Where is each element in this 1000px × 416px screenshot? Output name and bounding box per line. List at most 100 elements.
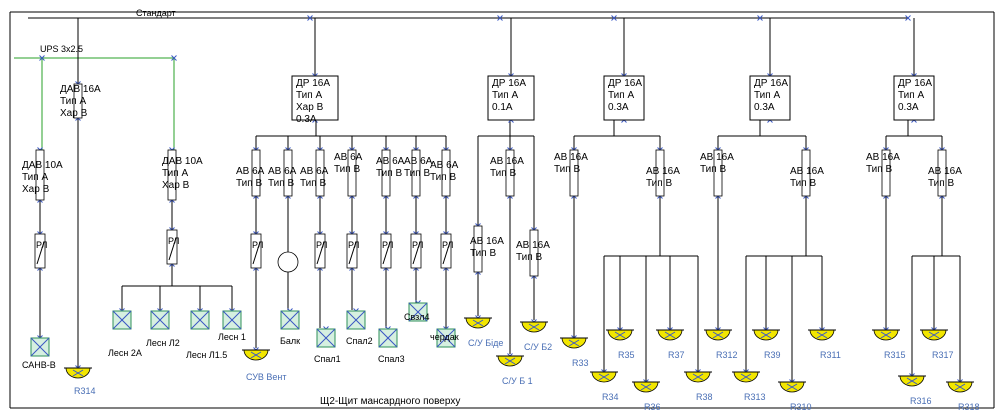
relay-label: РЛ xyxy=(382,240,393,250)
ref-label: R316 xyxy=(910,396,932,406)
connection-mark xyxy=(611,15,617,21)
left-breaker-symbol xyxy=(167,149,177,201)
breaker-text: Тип В xyxy=(928,178,954,189)
relay-symbol: РЛ xyxy=(440,233,453,269)
top-label: Стандарт xyxy=(136,8,176,18)
ref-label: R34 xyxy=(602,392,619,402)
relay-label: РЛ xyxy=(412,240,423,250)
left-breaker-text: ДАВ 16А xyxy=(60,84,101,95)
breaker-text: АВ 6А xyxy=(268,166,297,177)
relay-symbol: РЛ xyxy=(346,233,359,269)
breaker-text: Тип В xyxy=(790,178,816,189)
lamp-icon xyxy=(920,329,948,341)
breaker-symbol xyxy=(505,149,515,197)
breaker-text: АВ 6А xyxy=(376,156,405,167)
breaker-text: АВ 6А xyxy=(300,166,329,177)
breaker-symbol xyxy=(283,149,293,197)
left-breaker-text: Хар В xyxy=(60,108,88,119)
rcd-text: ДР 16А xyxy=(608,78,642,89)
lamp-icon xyxy=(704,329,732,341)
breaker-symbol xyxy=(937,149,947,197)
breaker-text: Тип В xyxy=(554,164,580,175)
breaker-text: АВ 6А xyxy=(404,156,433,167)
ref-label: R318 xyxy=(958,402,980,412)
breaker-text: Тип В xyxy=(376,168,402,179)
ref-label: R36 xyxy=(644,402,661,412)
socket-icon xyxy=(277,251,299,273)
fixture-icon xyxy=(408,302,428,322)
fixture-icon xyxy=(316,328,336,348)
left-breaker-text: Тип А xyxy=(60,96,86,107)
relay-symbol: РЛ xyxy=(410,233,423,269)
left-breaker-text: ДАВ 10А xyxy=(162,156,203,167)
lamp-icon xyxy=(808,329,836,341)
ref-label: R317 xyxy=(932,350,954,360)
connection-mark xyxy=(905,15,911,21)
rcd-text: Хар В xyxy=(296,102,324,113)
ref-label: R315 xyxy=(884,350,906,360)
relay-label: РЛ xyxy=(442,240,453,250)
load-label: чердак xyxy=(430,332,459,342)
breaker-text: Тип В xyxy=(430,172,456,183)
load-label: Свзл4 xyxy=(404,312,429,322)
lamp-icon xyxy=(560,337,588,349)
breaker-text: АВ 16А xyxy=(928,166,962,177)
ref-label: R311 xyxy=(820,350,841,360)
rcd-text: 0.3А xyxy=(608,102,629,113)
lamp-icon xyxy=(632,381,660,393)
breaker-text: АВ 16А xyxy=(700,152,734,163)
breaker-text: Тип В xyxy=(516,252,542,263)
ref-label: R38 xyxy=(696,392,713,402)
ref-label: R39 xyxy=(764,350,781,360)
breaker-text: АВ 16А xyxy=(470,236,504,247)
rcd-text: ДР 16А xyxy=(898,78,932,89)
fixture-icon xyxy=(190,310,210,330)
fixture-icon xyxy=(346,310,366,330)
rcd-box xyxy=(291,75,339,121)
lamp-icon xyxy=(752,329,780,341)
rcd-text: Тип А xyxy=(754,90,780,101)
relay-symbol: РЛ xyxy=(250,233,263,269)
breaker-symbol xyxy=(381,149,391,197)
connection-mark xyxy=(497,15,503,21)
breaker-symbol xyxy=(315,149,325,197)
ref-label: R314 xyxy=(74,386,96,396)
breaker-symbol xyxy=(251,149,261,197)
rcd-box xyxy=(893,75,935,121)
relay-symbol: РЛ xyxy=(380,233,393,269)
left-breaker-symbol xyxy=(35,149,45,201)
rcd-text: Тип А xyxy=(898,90,924,101)
left-breaker-text: ДАВ 10А xyxy=(22,160,63,171)
relay-label: РЛ xyxy=(36,240,47,250)
breaker-text: АВ 16А xyxy=(866,152,900,163)
rcd-text: Тип А xyxy=(608,90,634,101)
rcd-text: Тип А xyxy=(492,90,518,101)
rcd-text: 0.1А xyxy=(492,102,513,113)
breaker-text: Тип В xyxy=(470,248,496,259)
rcd-text: ДР 16А xyxy=(296,78,330,89)
rcd-box xyxy=(749,75,791,121)
breaker-text: Тип В xyxy=(646,178,672,189)
relay-symbol: РЛ xyxy=(166,229,179,265)
rcd-text: 0.3А xyxy=(898,102,919,113)
load-label: Лесн 1 xyxy=(218,332,246,342)
load-label: С/У Біде xyxy=(468,338,503,348)
lamp-icon xyxy=(898,375,926,387)
load-label: Спал3 xyxy=(378,354,405,364)
breaker-symbol xyxy=(441,149,451,197)
ref-label: R313 xyxy=(744,392,766,402)
wires xyxy=(14,17,961,382)
relay-label: РЛ xyxy=(348,240,359,250)
rcd-text: ДР 16А xyxy=(754,78,788,89)
lamp-icon xyxy=(496,355,524,367)
breaker-symbol xyxy=(347,149,357,197)
lamp-icon xyxy=(464,317,492,329)
breaker-text: Тип В xyxy=(866,164,892,175)
relay-symbol: РЛ xyxy=(34,233,47,269)
breaker-symbol xyxy=(569,149,579,197)
connection-mark xyxy=(171,55,177,61)
breaker-symbol xyxy=(881,149,891,197)
ups-line xyxy=(14,57,175,150)
lamp-icon xyxy=(64,367,92,379)
